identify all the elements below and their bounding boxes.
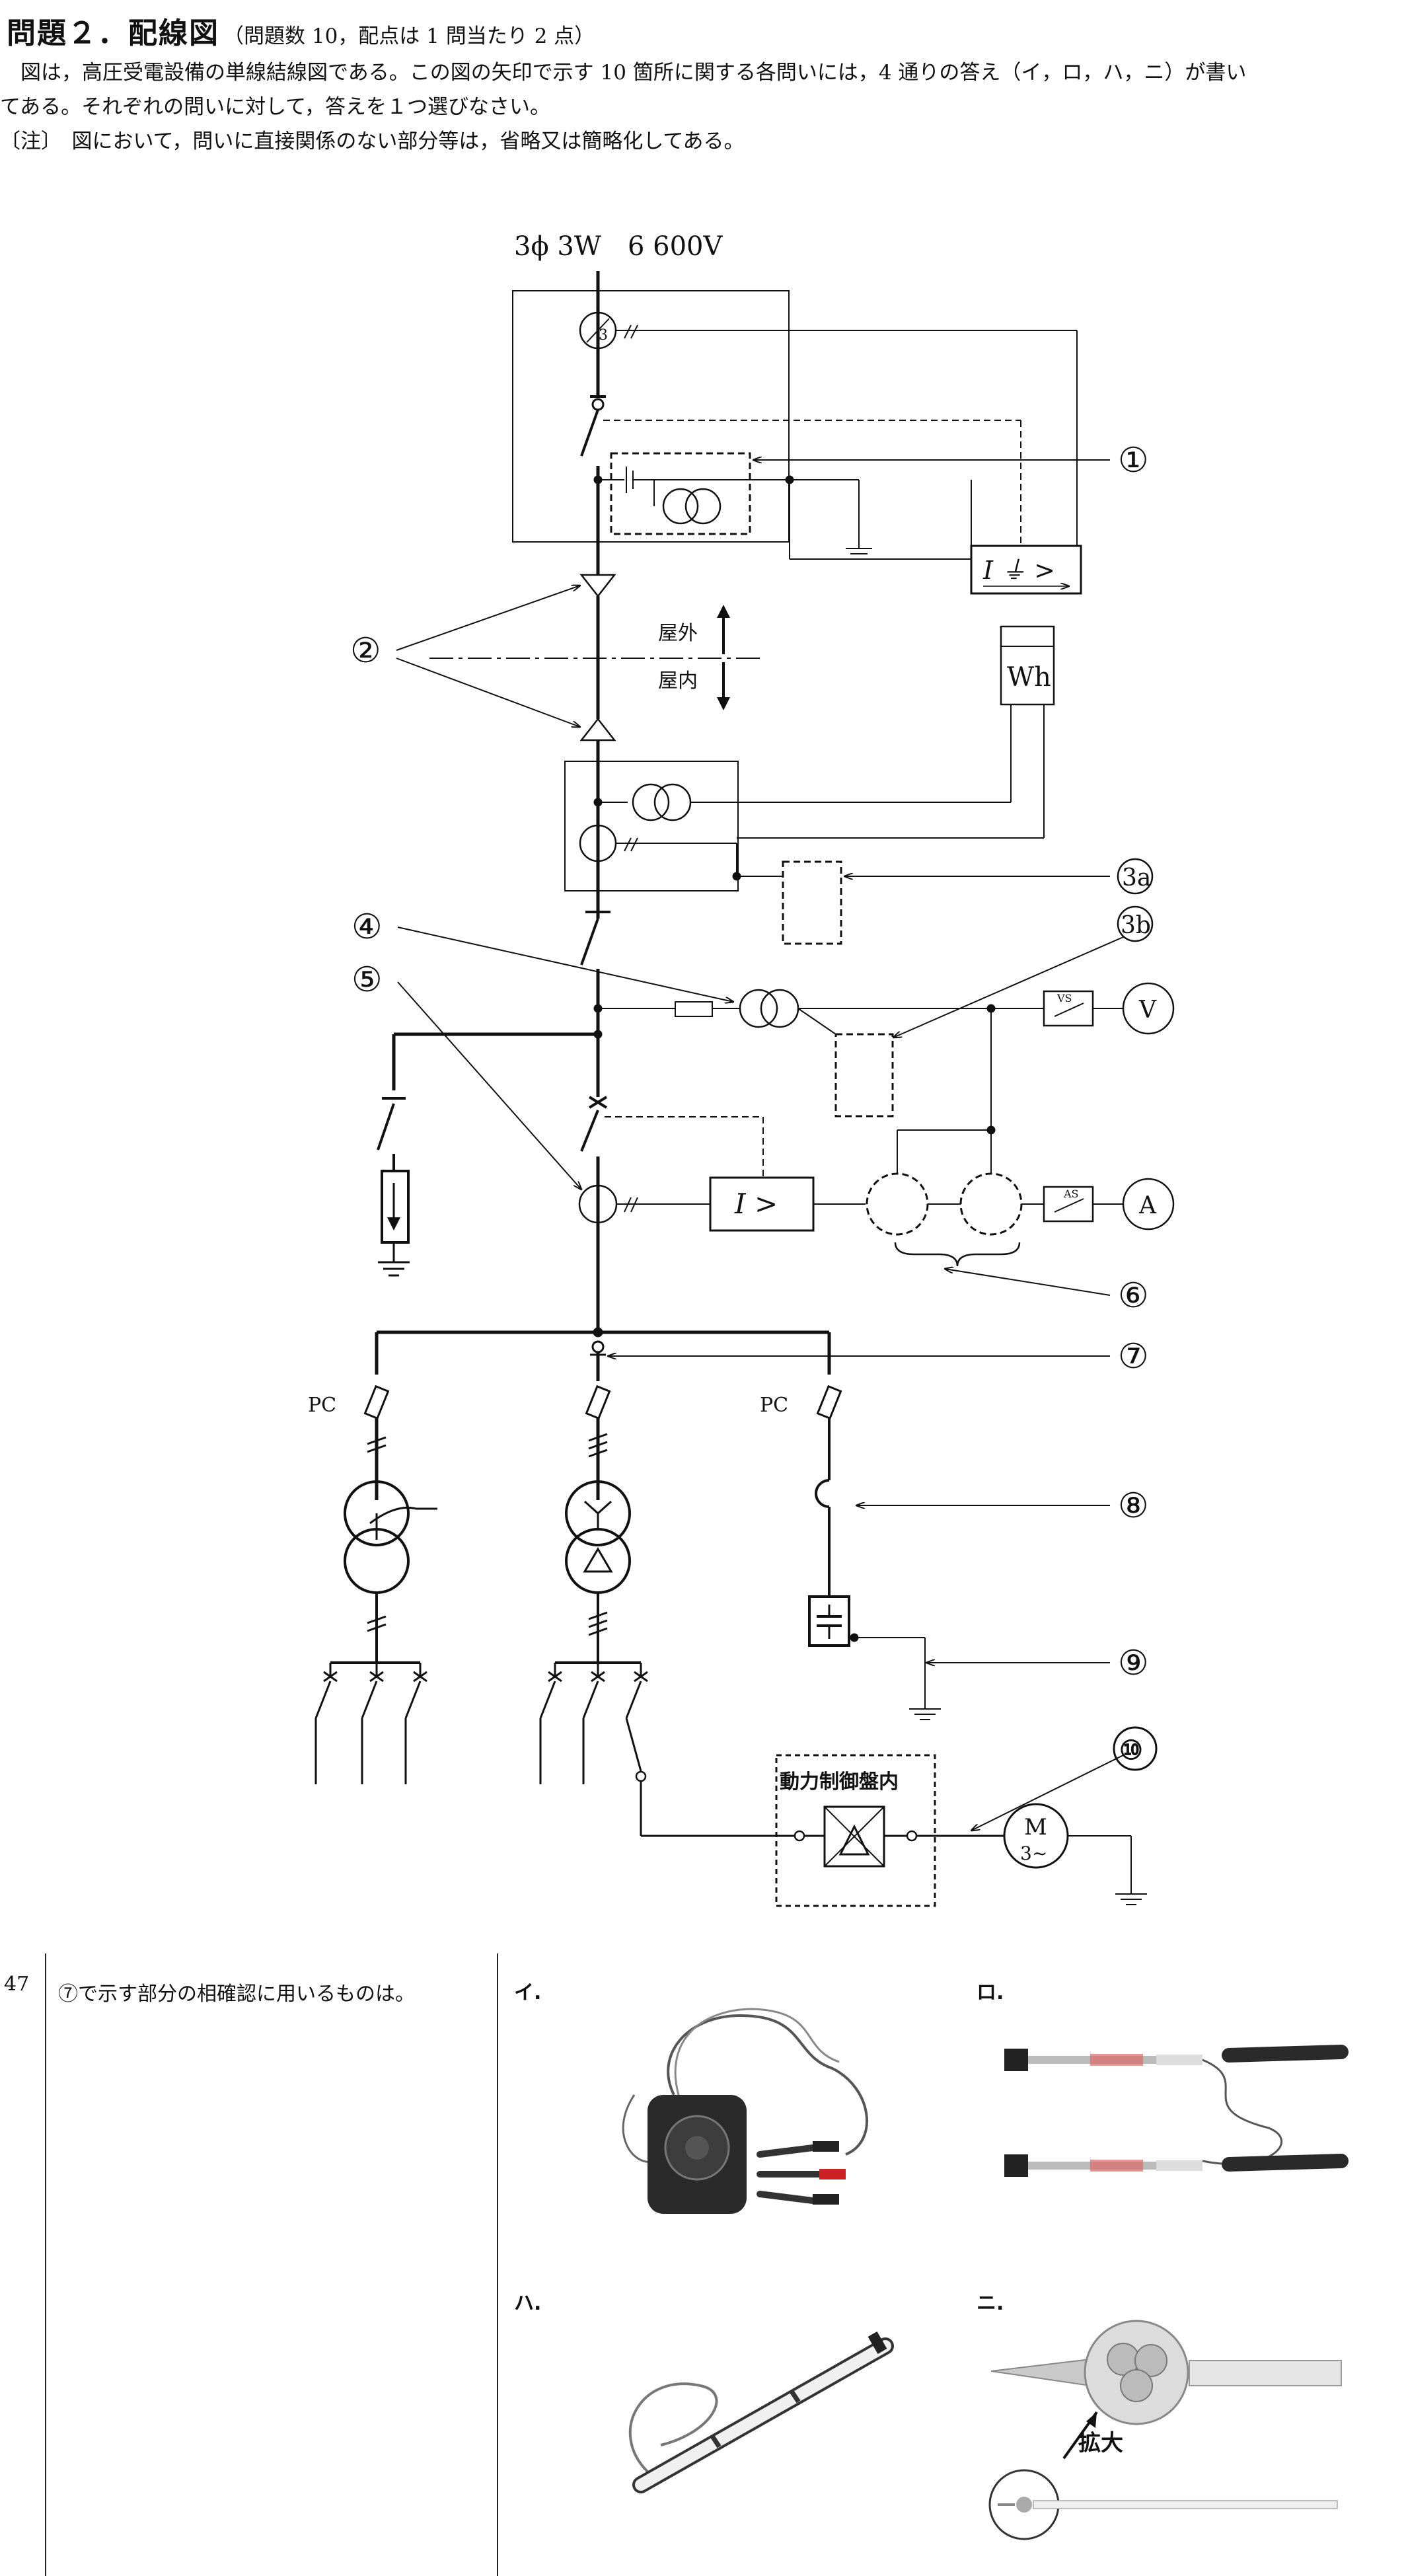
ammeter-label: A bbox=[1138, 1192, 1157, 1219]
ocr-label: I > bbox=[734, 1188, 778, 1220]
question-number: 47 bbox=[4, 1973, 30, 1996]
label-1: ① bbox=[1118, 441, 1149, 480]
motor-label: M bbox=[1024, 1814, 1047, 1840]
ground-relay-label: I ⏚ > bbox=[982, 556, 1055, 585]
option-i-label: イ. bbox=[514, 1981, 542, 2004]
intro-line-2: てある。それぞれの問いに対して，答えを１つ選びなさい。 bbox=[0, 95, 550, 119]
option-ha-image bbox=[628, 2331, 894, 2493]
option-ro-image bbox=[1004, 2045, 1349, 2177]
option-ro-label: ロ. bbox=[977, 1981, 1004, 2004]
table-divider-1 bbox=[45, 1953, 46, 2576]
title-main: 問題２．配線図 bbox=[7, 17, 219, 50]
vs-label: VS bbox=[1056, 992, 1072, 1004]
label-9: ⑨ bbox=[1118, 1644, 1149, 1683]
label-8: ⑧ bbox=[1118, 1486, 1149, 1526]
pc-right-label: PC bbox=[760, 1394, 788, 1417]
ct-ratio-label: 3 bbox=[599, 327, 608, 344]
as-label: AS bbox=[1063, 1188, 1079, 1200]
label-6: ⑥ bbox=[1118, 1276, 1149, 1316]
label-7: ⑦ bbox=[1118, 1337, 1149, 1377]
page-title: 問題２．配線図（問題数 10，配点は 1 問当たり 2 点） bbox=[7, 9, 595, 52]
intro-note: 〔注〕 図において，問いに直接関係のない部分等は，省略又は簡略化してある。 bbox=[0, 130, 745, 153]
wh-meter-label: Wh bbox=[1007, 662, 1051, 693]
pc-left-label: PC bbox=[308, 1394, 336, 1417]
label-10: ⑩ bbox=[1119, 1735, 1143, 1766]
option-ha-label: ハ. bbox=[514, 2292, 542, 2315]
option-i-image bbox=[622, 2008, 868, 2214]
panel-label: 動力制御盤内 bbox=[780, 1770, 899, 1794]
voltmeter-label: V bbox=[1138, 997, 1157, 1024]
single-line-diagram: 3ϕ 3W 6 600V 3 bbox=[308, 231, 1175, 1907]
outdoor-label: 屋外 bbox=[658, 622, 698, 645]
motor-sub-label: 3∼ bbox=[1020, 1842, 1047, 1864]
table-divider-2 bbox=[497, 1953, 498, 2576]
label-2: ② bbox=[350, 631, 381, 671]
label-3b: 3b bbox=[1121, 912, 1151, 939]
question-text: ⑦で示す部分の相確認に用いるものは。 bbox=[58, 1983, 415, 2006]
title-subtitle: （問題数 10，配点は 1 問当たり 2 点） bbox=[223, 24, 595, 48]
label-3a: 3a bbox=[1122, 864, 1151, 891]
option-ni-label: ニ. bbox=[977, 2292, 1004, 2315]
indoor-label: 屋内 bbox=[658, 669, 698, 693]
label-4: ④ bbox=[352, 907, 383, 947]
intro-line-1: 図は，高圧受電設備の単線結線図である。この図の矢印で示す 10 箇所に関する各問… bbox=[0, 61, 1247, 85]
zoom-label: 拡大 bbox=[1078, 2430, 1123, 2456]
supply-label: 3ϕ 3W 6 600V bbox=[514, 231, 723, 262]
label-5: ⑤ bbox=[352, 960, 383, 1000]
option-ni-image: 拡大 bbox=[988, 2320, 1342, 2540]
